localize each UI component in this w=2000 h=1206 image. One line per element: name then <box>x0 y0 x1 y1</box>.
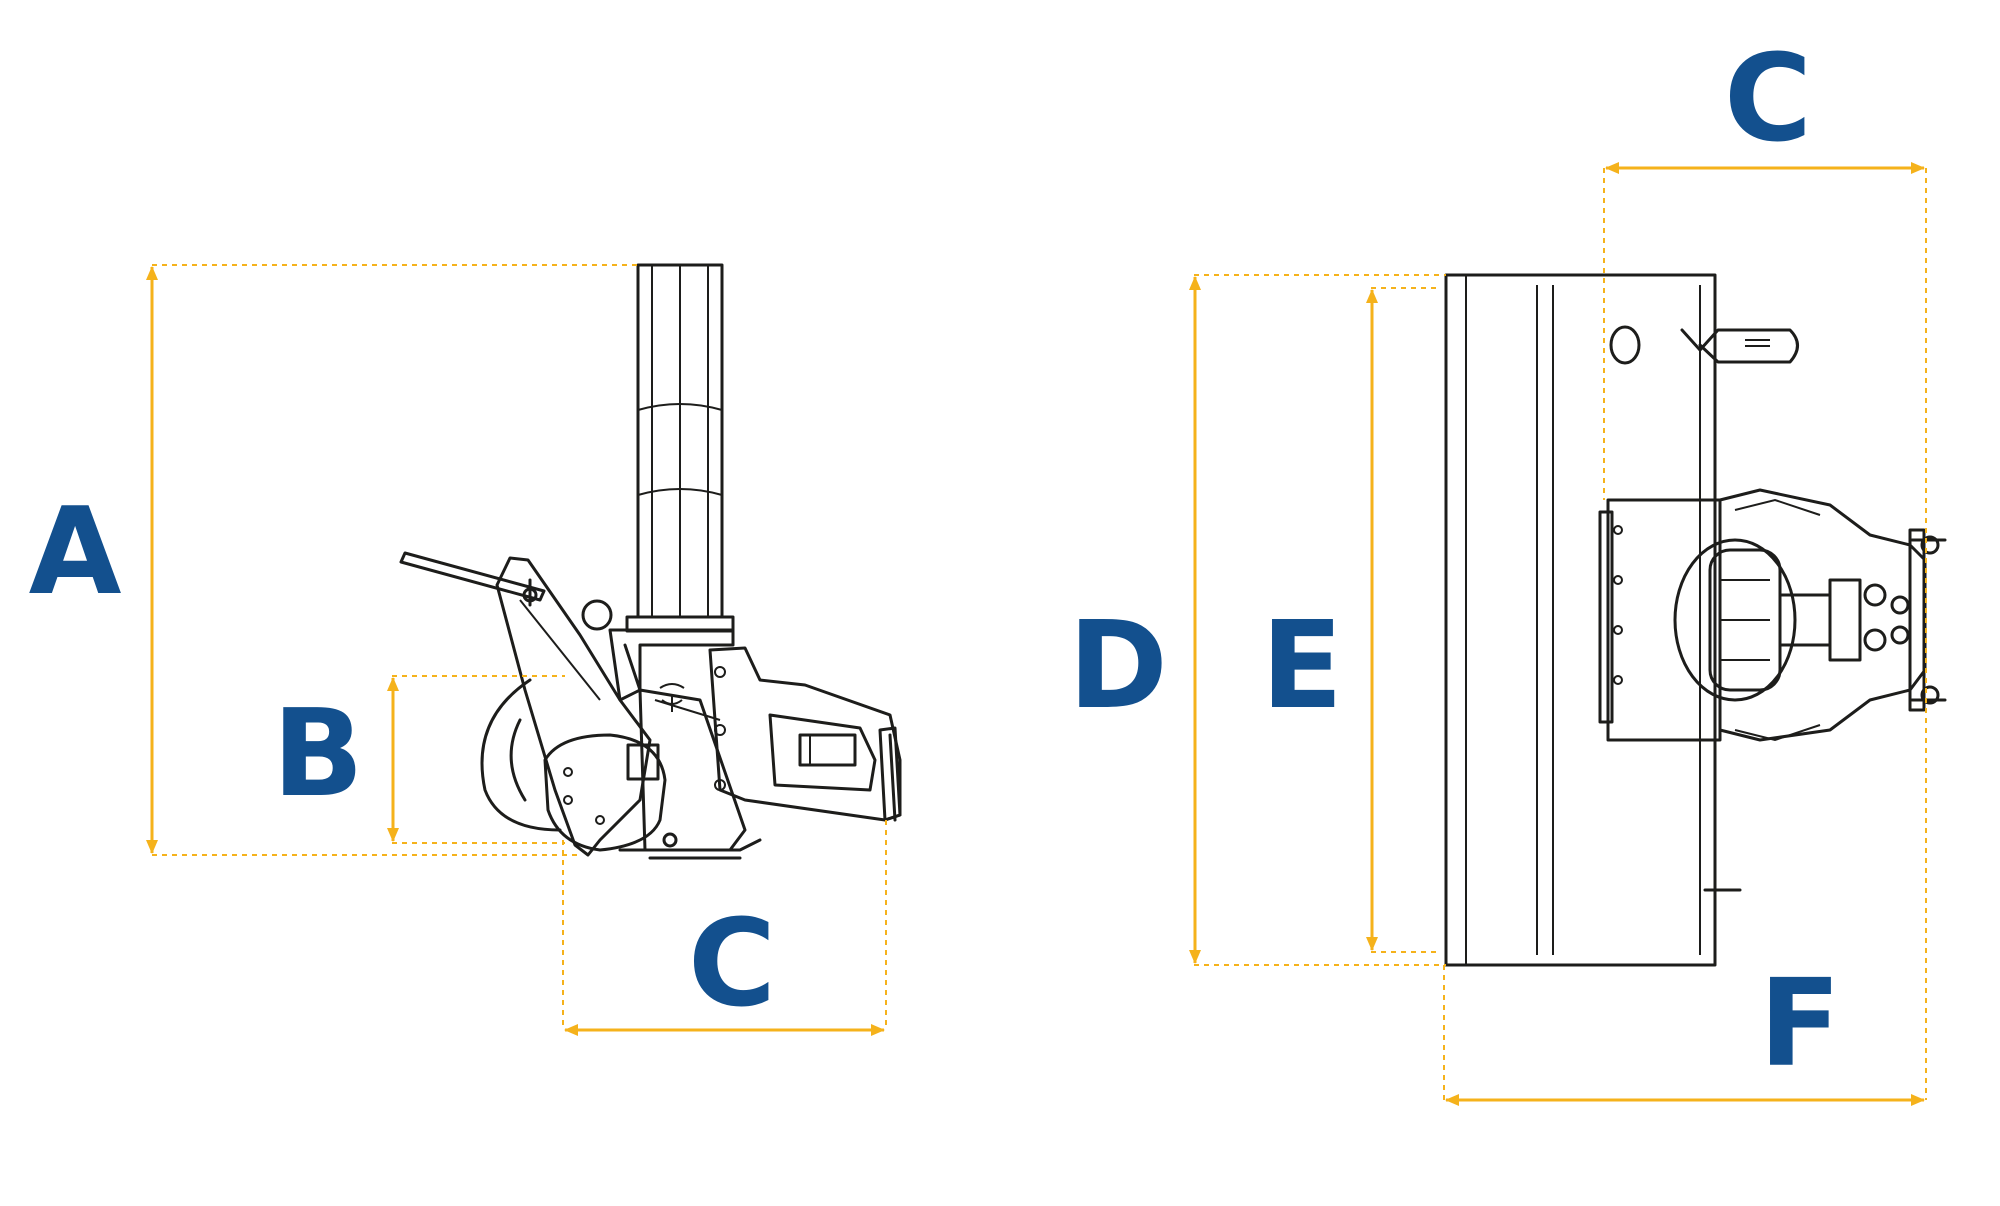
label-E-top: E <box>1261 597 1343 736</box>
label-F-top: F <box>1759 955 1841 1094</box>
label-C-side: C <box>688 895 776 1034</box>
dimension-E-top <box>1366 287 1440 953</box>
trefoil-logo-icon <box>659 683 685 712</box>
label-A-side: A <box>29 483 122 622</box>
dimension-A-side <box>146 264 638 856</box>
label-C-top: C <box>1724 30 1812 169</box>
label-B-side: B <box>272 685 363 824</box>
dimension-D-top <box>1189 274 1446 966</box>
dimension-C-top <box>1603 162 1927 1100</box>
label-D-top: D <box>1068 597 1168 736</box>
dimension-F-top <box>1443 965 1925 1106</box>
top-view-machine <box>1444 273 1947 967</box>
dimension-C-side <box>562 820 887 1036</box>
dimension-B-side <box>387 675 565 844</box>
side-view-machine <box>399 263 902 860</box>
